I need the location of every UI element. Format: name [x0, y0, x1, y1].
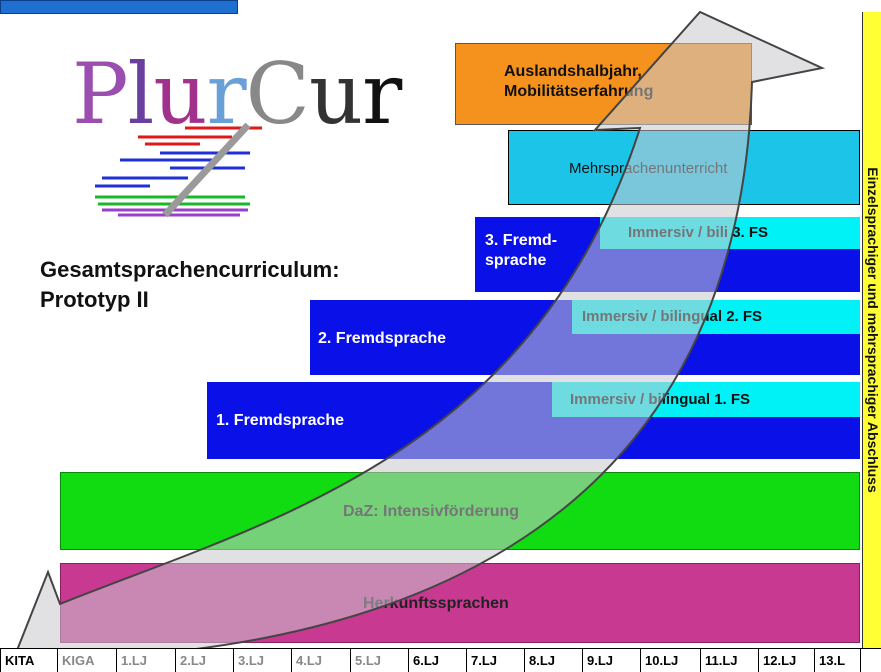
daz-label: DaZ: Intensivförderung [343, 503, 520, 520]
block-daz: DaZ: Intensivförderung [60, 472, 860, 550]
logo-letter: r [362, 45, 402, 143]
mehrsprachen-label: Mehrsprachenunterricht [569, 160, 728, 177]
fs1-label: 1. Fremdsprache [216, 412, 345, 429]
logo-letter: P [72, 45, 129, 143]
sidebar-label: Einzelsprachiger und mehrsprachiger Absc… [865, 167, 881, 493]
timeline-cell: 2.LJ [176, 649, 234, 672]
immersiv-fs1: Immersiv / bilingual 1. FS [552, 382, 860, 417]
timeline-cell: KIGA [58, 649, 117, 672]
plurcur-logo: PlurCur [72, 44, 402, 144]
immersiv-fs2: Immersiv / bilingual 2. FS [572, 300, 860, 334]
sidebar-abschluss: Einzelsprachiger und mehrsprachiger Absc… [862, 12, 881, 648]
fs2-label: 2. Fremdsprache [318, 330, 447, 347]
timeline: KITA KIGA 1.LJ 2.LJ 3.LJ 4.LJ 5.LJ 6.LJ … [0, 648, 881, 672]
logo-letter: r [206, 45, 247, 143]
timeline-cell: 7.LJ [467, 649, 525, 672]
logo-letter: u [153, 45, 207, 143]
timeline-cell: 4.LJ [292, 649, 351, 672]
heading-line-1: Gesamtsprachencurriculum: [40, 257, 340, 282]
block-ausland: Auslandshalbjahr, Mobilitätserfahrung [455, 43, 752, 125]
fs3-line-1: 3. Fremd- [485, 232, 558, 249]
timeline-cell: 12.LJ [759, 649, 815, 672]
logo-letter: u [308, 45, 363, 143]
block-mehrsprachen: Mehrsprachenunterricht [508, 130, 860, 205]
herkunft-label: Herkunftssprachen [363, 595, 509, 612]
immersiv-fs3: Immersiv / bili 3. FS [600, 217, 860, 249]
block-herkunft: Herkunftssprachen [60, 563, 860, 643]
timeline-cell: 6.LJ [409, 649, 467, 672]
title-bar [0, 0, 238, 14]
timeline-cell: 10.LJ [641, 649, 701, 672]
ausland-line-2: Mobilitätserfahrung [504, 83, 654, 100]
timeline-cell: 13.L [815, 649, 861, 672]
fs3-line-2: sprache [485, 252, 547, 269]
timeline-cell: 3.LJ [234, 649, 292, 672]
timeline-cell: KITA [0, 649, 58, 672]
timeline-cell: 5.LJ [351, 649, 409, 672]
timeline-cell: 8.LJ [525, 649, 583, 672]
timeline-cell: 1.LJ [117, 649, 176, 672]
timeline-cell: 11.LJ [701, 649, 759, 672]
logo-letter: l [127, 45, 155, 143]
timeline-cell: 9.LJ [583, 649, 641, 672]
logo-letter: C [245, 45, 310, 143]
ausland-line-1: Auslandshalbjahr, [504, 63, 642, 80]
